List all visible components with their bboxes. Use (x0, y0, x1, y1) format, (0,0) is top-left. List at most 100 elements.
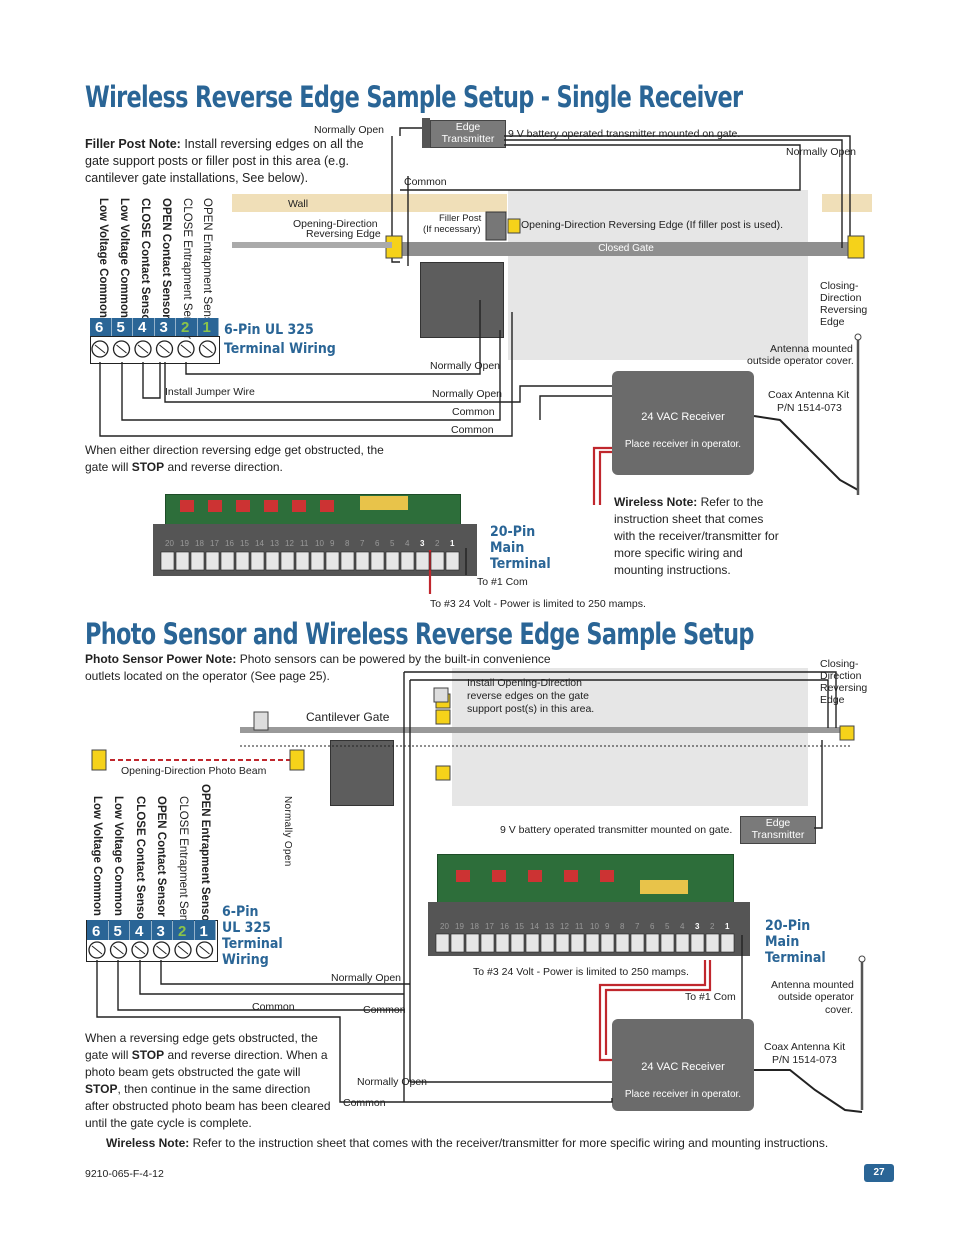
pcb1-number-1: 19 (180, 539, 189, 548)
pcb2-term-10 (585, 933, 600, 953)
pcb1-number-8: 12 (285, 539, 294, 548)
pcb2-term-4 (495, 933, 510, 953)
pcb2-term-7 (540, 933, 555, 953)
wire-s2-red-a (598, 960, 707, 1062)
pcb1-number-16: 4 (405, 539, 410, 548)
term1-number-2: 4 (138, 319, 147, 336)
receiver-label: 24 VAC Receiver (641, 411, 725, 423)
edge-transmitter-2: Edge Transmitter (740, 816, 816, 844)
six-pin-heading-line-2: Terminal Wiring (224, 341, 336, 357)
normally-open-b: Normally Open (432, 388, 503, 400)
term2-screw-slot-0 (91, 945, 103, 955)
six-pin-heading-1: 6-Pin UL 325 Terminal Wiring (224, 322, 336, 357)
twenty-pin-2-line-1: 20-Pin (765, 918, 811, 934)
twenty-pin-heading-line-1: 20-Pin (490, 524, 536, 540)
pcb1-component-3 (264, 500, 278, 512)
wall-left (232, 194, 507, 212)
term1-number-3: 3 (160, 319, 168, 336)
wireless-note-text-2: Refer to the instruction sheet that come… (189, 1136, 829, 1150)
wire-s2-no-right-2 (410, 679, 829, 728)
pcb1-number-19: 1 (450, 539, 455, 548)
pcb1-term-13 (355, 551, 370, 571)
wire-no-right-1 (504, 135, 851, 248)
filler-note-label: Filler Post Note: (85, 137, 181, 151)
pcb1-term-7 (265, 551, 280, 571)
obstruct2-stop-1: STOP (131, 1048, 165, 1062)
term1-number-1: 5 (117, 319, 125, 336)
receiver-1: 24 VAC Receiver Place receiver in operat… (612, 371, 754, 475)
term2-number-2: 4 (135, 923, 144, 940)
term1-number-bg-3 (154, 318, 176, 336)
pcb2-number-17: 3 (695, 922, 700, 931)
antenna-label-2: outside operator cover. (747, 355, 854, 367)
open-dir-rev-edge-2: Reversing Edge (306, 228, 381, 240)
battery-tx-label: 9 V battery operated transmitter mounted… (508, 128, 741, 140)
pcb2-number-8: 12 (560, 922, 569, 931)
photo-beam-label: Opening-Direction Photo Beam (121, 765, 267, 777)
wire-no-top-left (391, 136, 400, 263)
coax-s2-1: Coax Antenna Kit (764, 1041, 846, 1053)
obstruct-note-2: When a reversing edge gets obstructed, t… (85, 1030, 335, 1132)
edge-transmitter-label-2: Transmitter (441, 133, 495, 145)
pcb1-component-5 (320, 500, 334, 512)
obstruct-text-1: When either direction reversing edge get… (85, 443, 384, 474)
filler-post-note: Filler Post Note: Install reversing edge… (85, 136, 385, 187)
six-pin-2-line-4: Wiring (222, 952, 269, 968)
coax-label-1: Coax Antenna Kit (768, 389, 850, 401)
photo-note-label: Photo Sensor Power Note: (85, 652, 237, 666)
doc-number: 9210-065-F-4-12 (85, 1168, 164, 1180)
closing-dir-2: Direction (820, 292, 862, 304)
receiver-2: 24 VAC Receiver Place receiver in operat… (612, 1019, 754, 1111)
pcb1-term-8 (280, 551, 295, 571)
wire-s2-t1 (96, 960, 404, 1103)
pcb2-component-1 (492, 870, 506, 882)
wire-no-right-2 (504, 139, 843, 248)
wire-s2-t4 (160, 960, 410, 985)
pcb1-number-6: 14 (255, 539, 264, 548)
antenna-s2-3: cover. (825, 1004, 854, 1016)
pcb2-term-5 (510, 933, 525, 953)
to-3-24v-s2: To #3 24 Volt - Power is limited to 250 … (473, 966, 689, 978)
pcb2-number-0: 20 (440, 922, 449, 931)
gate-area-background (508, 190, 808, 360)
wire-s2-no-right (404, 671, 837, 728)
wire-s2-t2 (117, 960, 404, 1011)
term2-number-5: 1 (200, 923, 208, 940)
operator-box-1 (420, 262, 504, 338)
wire-s2-t3 (139, 960, 404, 995)
obstruct2-stop-2: STOP (85, 1082, 118, 1096)
closing-dir-2-1: Closing- (820, 658, 859, 670)
antenna-label-1: Antenna mounted (770, 343, 853, 355)
wire-s1-red-a (592, 446, 612, 505)
pcb1-term-6 (250, 551, 265, 571)
term2-number-3: 3 (157, 923, 165, 940)
pcb2-number-5: 15 (515, 922, 524, 931)
pcb2-number-7: 13 (545, 922, 554, 931)
twenty-pin-heading-line-2: Main (490, 540, 525, 556)
pcb1-component-4 (292, 500, 306, 512)
term1-screw-slot-5 (202, 344, 213, 354)
pcb2-term-15 (660, 933, 675, 953)
pcb2-number-4: 16 (500, 922, 509, 931)
antenna-cable-1 (753, 415, 859, 491)
term2-screw-slot-1 (113, 945, 124, 955)
edge-sensor-right-1 (847, 235, 865, 259)
term2-screw-slot-5 (199, 945, 210, 955)
obstruct2-text-1: When a reversing edge gets obstructed, t… (85, 1031, 318, 1062)
term1-number-bg-1 (111, 318, 133, 336)
pcb2-number-1: 19 (455, 922, 464, 931)
pcb1-number-18: 2 (435, 539, 440, 548)
term2-number-bg-0 (87, 920, 108, 940)
pcb1-number-4: 16 (225, 539, 234, 548)
term2-number-bg-1 (108, 920, 130, 940)
closing-dir-4: Edge (820, 316, 845, 328)
to-3-24v-label: To #3 24 Volt - Power is limited to 250 … (430, 598, 646, 610)
normally-open-top: Normally Open (314, 124, 385, 136)
wire-s2-tx-edge (814, 740, 823, 829)
coax-s2-2: P/N 1514-073 (772, 1054, 837, 1066)
wire-s1-common-a (121, 330, 501, 421)
closing-dir-1: Closing- (820, 280, 859, 292)
photo-sensor-note: Photo Sensor Power Note: Photo sensors c… (85, 651, 585, 685)
closed-gate: Closed Gate (400, 242, 852, 256)
install-open-2: reverse edges on the gate (467, 690, 590, 702)
